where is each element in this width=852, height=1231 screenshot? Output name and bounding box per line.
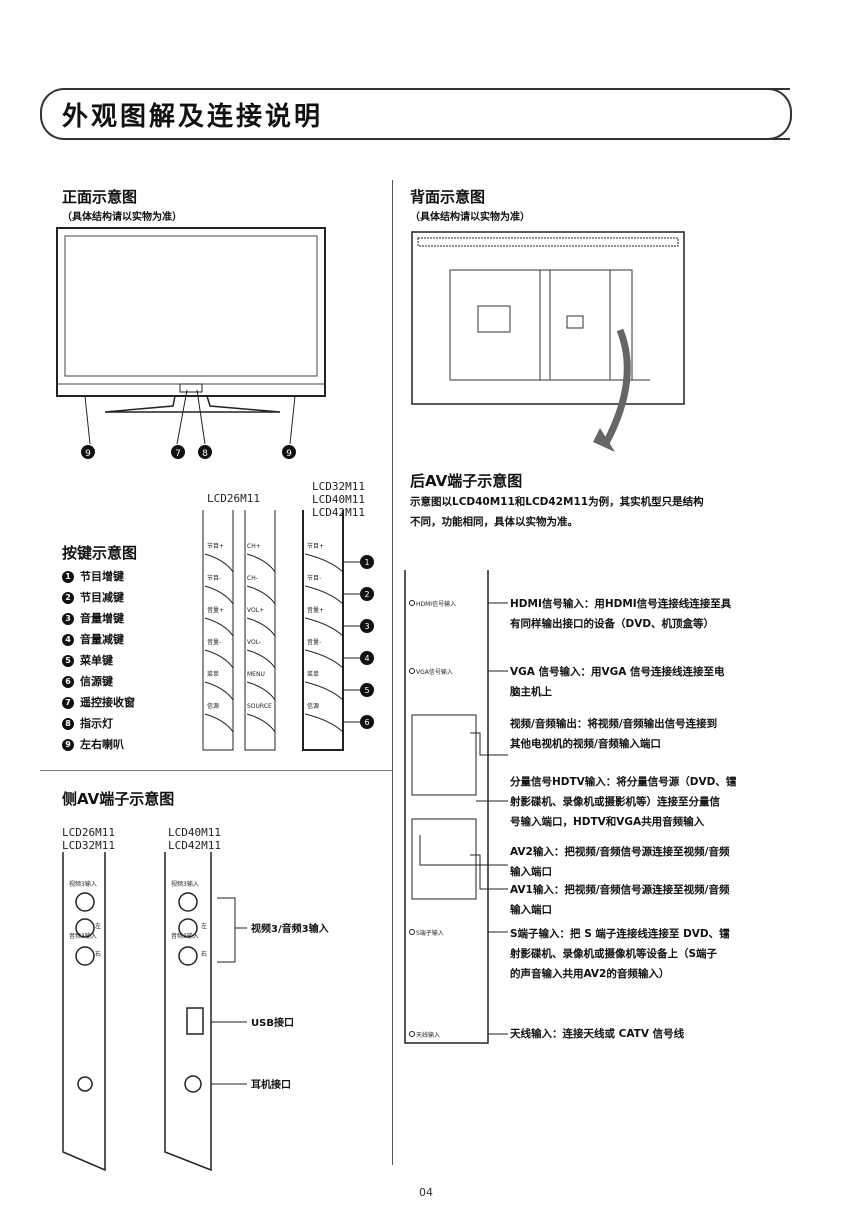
rear-port-av2: AV2输入：把视频/音频信号源连接至视频/音频输入端口: [510, 846, 730, 878]
panel-callout: 2: [364, 590, 369, 599]
callout-8: 8: [202, 449, 208, 459]
rear-av-title: 后AV端子示意图: [410, 472, 523, 490]
port-label: 右: [95, 950, 101, 958]
rear-port-av1: AV1输入：把视频/音频信号源连接至视频/音频输入端口: [510, 884, 730, 916]
side-model-b-2: LCD42M11: [168, 839, 221, 852]
panel-callout: 3: [364, 622, 369, 631]
panel-c-key: 节目-: [307, 574, 321, 582]
panel-callout: 5: [364, 686, 369, 695]
model-label-large-3: LCD42M11: [312, 506, 365, 519]
back-view-figure: [411, 231, 685, 452]
rear-ports-figure: HDMI信号输入 VGA信号输入 S端子输入 天线输入: [404, 570, 508, 1044]
panel-a-key: 信源: [207, 702, 219, 710]
panel-b-key: SOURCE: [247, 703, 272, 710]
label-phone: 耳机接口: [251, 1078, 291, 1091]
front-view-figure: 9 7 8 9: [56, 227, 326, 459]
rear-port-s-video: S端子输入：把 S 端子连接线连接至 DVD、镭射影碟机、录像机或摄像机等设备上…: [510, 928, 730, 980]
port-label: 视频3输入: [69, 880, 97, 888]
panel-b-key: VOL-: [247, 639, 261, 646]
side-model-a-1: LCD26M11: [62, 826, 115, 839]
label-usb: USB接口: [251, 1016, 294, 1029]
panel-callout: 4: [364, 654, 369, 663]
port-label: 视频3输入: [171, 880, 199, 888]
rear-av-desc-1: 示意图以LCD40M11和LCD42M11为例，其实机型只是结构: [410, 496, 704, 508]
callout-7: 7: [175, 449, 181, 459]
front-callouts: 9 7 8 9: [81, 445, 296, 459]
back-view-title: 背面示意图: [410, 188, 486, 206]
label-av3: 视频3/音频3输入: [251, 922, 329, 935]
rear-port-hdtv: 分量信号HDTV输入：将分量信号源（DVD、镭射影碟机、录像机或摄影机等）连接至…: [510, 776, 737, 828]
keys-title: 按键示意图: [62, 544, 138, 562]
side-av-title: 侧AV端子示意图: [62, 790, 175, 808]
callout-9-right: 9: [286, 449, 292, 459]
rear-port-tag: VGA信号输入: [416, 668, 453, 676]
panel-b-key: CH+: [247, 543, 261, 550]
front-view-title: 正面示意图: [62, 188, 138, 206]
panel-b-key: MENU: [247, 671, 265, 678]
panel-a-key: 音量+: [207, 606, 224, 614]
back-view-note: （具体结构请以实物为准）: [410, 212, 530, 223]
column-divider: [392, 180, 393, 1165]
section-divider: [40, 770, 392, 771]
model-label-large-2: LCD40M11: [312, 493, 365, 506]
rear-port-tag: 天线输入: [416, 1031, 440, 1039]
rear-port-hdmi: HDMI信号输入：用HDMI信号连接线连接至具有同样输出接口的设备（DVD、机顶…: [510, 598, 732, 630]
title-frame: [40, 88, 792, 140]
rear-port-tag: S端子输入: [416, 929, 444, 937]
key-panels-figure: 节目+ 节目- 音量+ 音量- 菜单 信源 CH+ CH- VOL+ VOL- …: [202, 510, 374, 751]
page-number: 04: [419, 1186, 433, 1199]
page-title: 外观图解及连接说明: [62, 102, 324, 132]
panel-callout: 6: [364, 718, 369, 727]
model-label-large-1: LCD32M11: [312, 480, 365, 493]
side-av-figure: 视频3输入 音频3输入 左 右 视频3输入 音频3输入 左 右 视频3/音频3输…: [62, 852, 329, 1172]
model-label-small: LCD26M11: [207, 492, 260, 505]
panel-c-key: 菜单: [307, 670, 319, 678]
panel-c-key: 音量-: [307, 638, 321, 646]
rear-port-antenna: 天线输入：连接天线或 CATV 信号线: [510, 1028, 685, 1040]
port-label: 左: [95, 922, 101, 930]
rear-port-av-out: 视频/音频输出：将视频/音频输出信号连接到其他电视机的视频/音频输入端口: [510, 718, 718, 750]
side-model-b-1: LCD40M11: [168, 826, 221, 839]
panel-c-key: 音量+: [307, 606, 324, 614]
side-model-a-2: LCD32M11: [62, 839, 115, 852]
port-label: 音频3输入: [69, 932, 97, 940]
panel-c-key: 信源: [307, 702, 319, 710]
front-view-note: （具体结构请以实物为准）: [62, 212, 182, 223]
rear-port-tag: HDMI信号输入: [416, 600, 456, 608]
callout-9-left: 9: [85, 449, 91, 459]
panel-b-key: VOL+: [247, 607, 264, 614]
panel-a-key: 节目-: [207, 574, 221, 582]
panel-c-key: 节目+: [307, 542, 324, 550]
panel-a-key: 音量-: [207, 638, 221, 646]
panel-b-key: CH-: [247, 575, 258, 582]
panel-a-key: 菜单: [207, 670, 219, 678]
panel-a-key: 节目+: [207, 542, 224, 550]
rear-av-desc-2: 不同，功能相同，具体以实物为准。: [410, 516, 578, 528]
panel-callout: 1: [364, 558, 369, 567]
port-label: 右: [201, 950, 207, 958]
rear-port-vga: VGA 信号输入：用VGA 信号连接线连接至电脑主机上: [510, 666, 725, 698]
port-label: 左: [201, 922, 207, 930]
